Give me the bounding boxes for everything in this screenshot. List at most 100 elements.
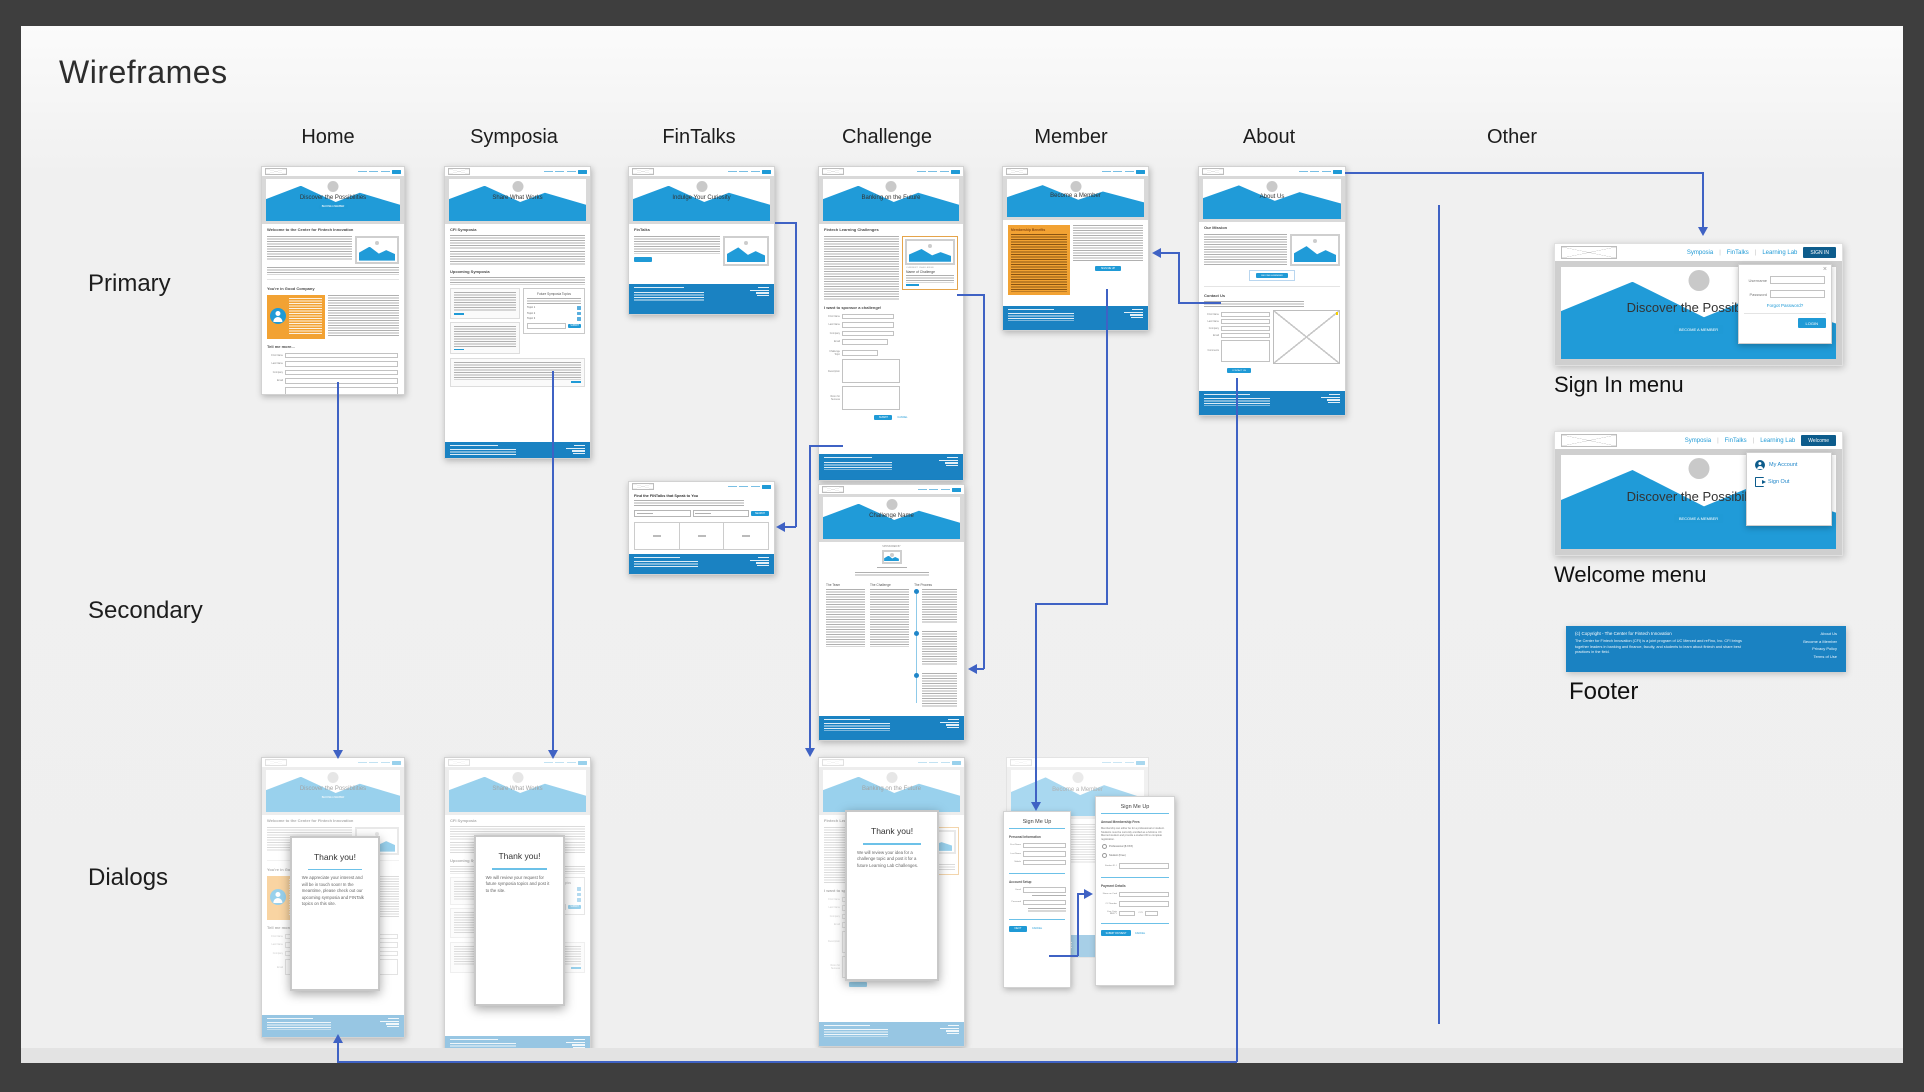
duration-filter-select (692, 510, 749, 517)
wireframe-signin-menu[interactable]: Symposia| FinTalks| Learning Lab SIGN IN… (1554, 243, 1843, 366)
sponsor-logo-placeholder (881, 550, 902, 564)
symposium-card (450, 321, 520, 354)
wireframe-challenge-secondary[interactable]: Challenge Name SPONSORED BY The Team The… (818, 484, 965, 741)
dialog-section-heading: Personal Information (1009, 835, 1041, 839)
username-input (1770, 276, 1825, 284)
sign-in-chip (762, 484, 771, 489)
hero-section: Discover the Possibilities BECOME A MEMB… (262, 176, 404, 224)
mini-nav (917, 487, 961, 492)
logo-circle (885, 181, 897, 192)
wireframe-welcome-menu[interactable]: Symposia| FinTalks| Learning Lab Welcome… (1554, 431, 1843, 556)
column-header-fintalks: FinTalks (662, 126, 736, 148)
dialog-divider (1009, 872, 1065, 874)
signin-menu-caption: Sign In menu (1554, 372, 1684, 397)
section-heading: Contact Us (1204, 293, 1226, 298)
sign-in-chip (952, 487, 961, 492)
section-heading: I want to sponsor a challenge! (824, 305, 882, 310)
footer-link: Privacy Policy (1812, 646, 1837, 651)
modal-divider (863, 843, 921, 845)
nav-fintalks: FinTalks (1726, 249, 1749, 256)
wireframe-fintalks-primary[interactable]: Indulge Your Curiosity FinTalks (628, 166, 775, 315)
logo-circle (512, 181, 523, 192)
contact-us-button: CONTACT US (1227, 368, 1251, 373)
sign-in-chip (762, 169, 771, 174)
current-challenge-card[interactable]: CURRENT CHALLENGE Name of Challenge (902, 236, 958, 290)
welcome-button: Welcome (1801, 435, 1836, 446)
nav-symposia: Symposia (1684, 437, 1712, 444)
sign-in-panel[interactable]: × Username Password Forgot Password? LOG… (1738, 264, 1832, 344)
mini-nav (727, 484, 771, 489)
timeline-step-icon (914, 589, 920, 594)
note-marker (1335, 312, 1338, 315)
dialog-divider (1009, 918, 1065, 920)
wireframe-about-primary[interactable]: About Us Our Mission BECOME A MEMBER Con… (1198, 166, 1346, 416)
modal-title: Thank you! (498, 851, 541, 862)
footer-left: (c) Copyright - The Center for Fintech I… (1575, 631, 1750, 667)
timeline-step-icon (914, 673, 920, 678)
future-topics-panel: Future Symposia Topics Topic 1 Topic 2 T… (523, 288, 585, 334)
footer-link: About Us (1820, 631, 1837, 636)
hero-title: Challenge Name (869, 512, 914, 519)
wireframe-home-primary[interactable]: Discover the Possibilities BECOME A MEMB… (261, 166, 405, 395)
sign-out-item: Sign Out (1768, 479, 1790, 485)
column-header-symposia: Symposia (470, 126, 558, 148)
account-icon (1755, 460, 1765, 470)
watch-button (634, 257, 652, 262)
sign-in-chip (1333, 169, 1342, 174)
logo-circle (1688, 270, 1709, 291)
mini-header (629, 167, 774, 176)
modal-divider (307, 868, 363, 871)
design-canvas[interactable]: Wireframes Home Symposia FinTalks Challe… (21, 26, 1903, 1063)
hero-section: Challenge Name (819, 494, 964, 542)
dialog-title: Sign Me Up (1022, 819, 1052, 825)
wireframe-member-dialog-payment[interactable]: Sign Me Up Annual Membership Fees Member… (1095, 796, 1175, 986)
wireframe-member-dialog-signup[interactable]: Sign Me Up Personal Information First Na… (1003, 811, 1071, 988)
thank-you-modal[interactable]: Thank you! We appreciate your interest a… (290, 836, 380, 991)
mini-header (1199, 167, 1345, 176)
logo-placeholder-icon (632, 168, 654, 175)
highlighted-cta[interactable]: BECOME A MEMBER (1249, 270, 1295, 281)
frame-top (0, 0, 1924, 26)
wireframe-footer-component[interactable]: (c) Copyright - The Center for Fintech I… (1566, 626, 1846, 672)
thank-you-modal[interactable]: Thank you! We will review your idea for … (845, 809, 939, 981)
footer-link: Terms of Use (1813, 653, 1837, 659)
section-heading: CFI Symposia (450, 227, 477, 232)
wireframe-member-primary[interactable]: Become a Member Membership Benefits SIGN… (1002, 166, 1149, 331)
video-cell (724, 523, 768, 549)
hero-title: Banking on the Future (861, 194, 921, 201)
mini-footer (629, 554, 774, 574)
sign-in-button: SIGN IN (1803, 247, 1836, 258)
thank-you-modal[interactable]: Thank you! We will review your request f… (474, 835, 565, 1007)
column-header-member: Member (1034, 126, 1108, 148)
welcome-dropdown-panel[interactable]: My Account Sign Out (1746, 452, 1832, 526)
logo-placeholder-icon (1202, 168, 1224, 175)
column-header-home: Home (301, 126, 355, 148)
topic-filter-select (634, 510, 691, 517)
logo-placeholder-icon (822, 168, 844, 175)
password-input (1770, 290, 1825, 298)
mini-nav (916, 169, 960, 174)
sponsored-by-tag: SPONSORED BY (882, 546, 901, 548)
logo-circle (1266, 181, 1278, 192)
frame-right (1903, 0, 1924, 1092)
vote-icon (577, 311, 581, 315)
mini-nav (543, 169, 587, 174)
section-heading: Fintech Learning Challenges (824, 227, 879, 232)
image-placeholder (723, 236, 769, 266)
wireframe-symposia-primary[interactable]: Share What Works CFI Symposia Upcoming S… (444, 166, 591, 459)
hero-section: About Us (1199, 176, 1345, 222)
mini-nav (727, 169, 771, 174)
close-icon: × (1822, 266, 1827, 273)
logo-circle (1688, 458, 1709, 479)
wireframe-fintalks-secondary[interactable]: Find the FINTalks that Speak to You SEAR… (628, 481, 775, 575)
become-member-button: BECOME A MEMBER (1673, 324, 1724, 334)
dialog-section-heading: Account Setup (1009, 879, 1032, 884)
menu-header: Symposia| FinTalks| Learning Lab Welcome (1555, 432, 1842, 449)
section-heading: FinTalks (634, 227, 650, 232)
wireframe-challenge-dialog[interactable]: Banking on the Future Fintech Learning C… (818, 757, 965, 1047)
nav-fintalks: FinTalks (1724, 437, 1747, 444)
mini-nav (1298, 169, 1342, 174)
wireframe-challenge-primary[interactable]: Banking on the Future Fintech Learning C… (818, 166, 964, 481)
wireframe-symposia-dialog[interactable]: Share What Works CFI Symposia Upcoming S… (444, 757, 591, 1057)
